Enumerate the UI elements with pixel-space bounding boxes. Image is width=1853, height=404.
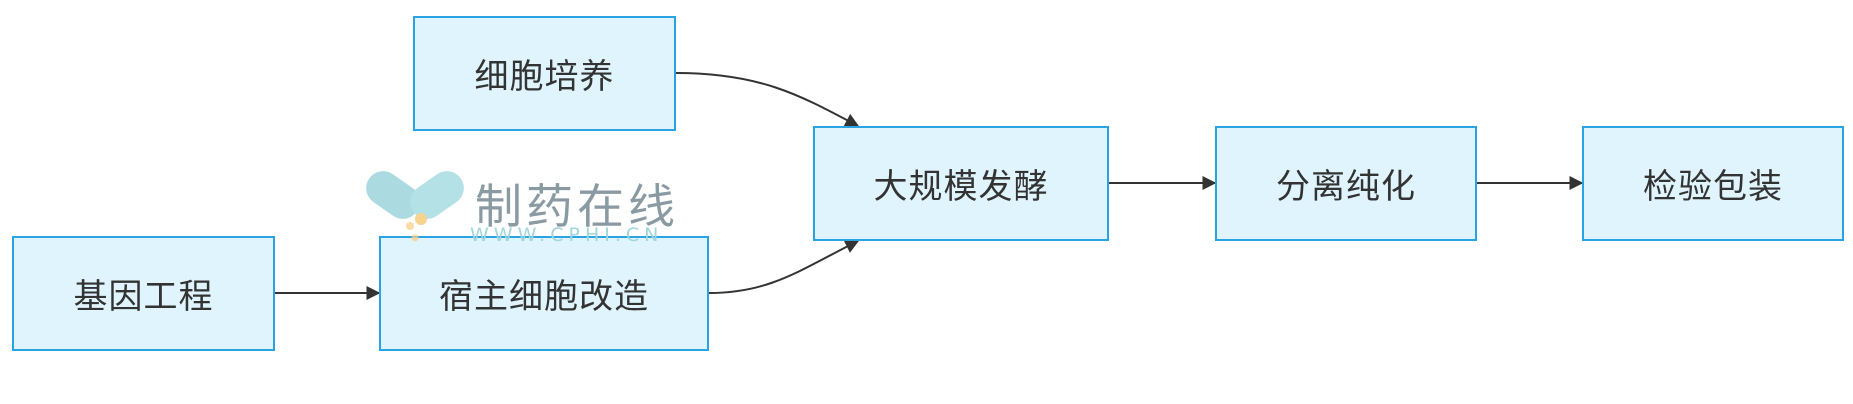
node-host-modification: 宿主细胞改造 (379, 236, 709, 351)
node-fermentation: 大规模发酵 (813, 126, 1109, 241)
edge-host-modification-to-fermentation (708, 240, 860, 294)
node-label: 大规模发酵 (873, 167, 1049, 207)
node-purification: 分离纯化 (1215, 126, 1477, 241)
node-cell-culture: 细胞培养 (413, 16, 676, 131)
edge-cell-culture-to-fermentation (675, 72, 860, 127)
node-gene-engineering: 基因工程 (12, 236, 275, 351)
node-label: 宿主细胞改造 (439, 277, 649, 317)
node-packaging: 检验包装 (1582, 126, 1844, 241)
node-label: 细胞培养 (474, 57, 615, 97)
node-label: 检验包装 (1643, 167, 1783, 207)
node-label: 基因工程 (73, 277, 214, 317)
node-label: 分离纯化 (1276, 167, 1416, 207)
